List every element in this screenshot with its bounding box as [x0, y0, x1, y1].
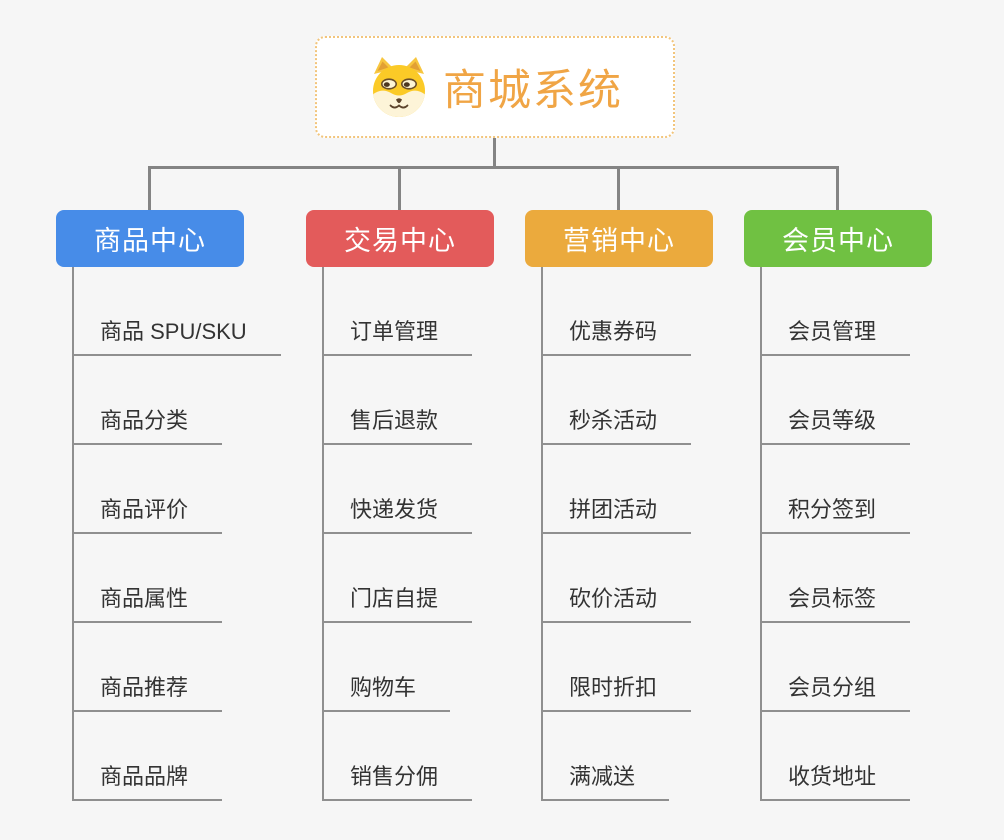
leaf-node[interactable]: 商品评价: [74, 445, 223, 534]
leaf-node[interactable]: 商品属性: [74, 534, 223, 623]
leaf-list: 会员管理会员等级积分签到会员标签会员分组收货地址: [760, 267, 911, 801]
leaf-node[interactable]: 会员分组: [762, 623, 911, 712]
leaf-node[interactable]: 商品推荐: [74, 623, 223, 712]
leaf-node[interactable]: 秒杀活动: [543, 356, 692, 445]
leaf-node[interactable]: 满减送: [543, 712, 670, 801]
branch-node[interactable]: 会员中心: [744, 210, 932, 267]
leaf-list: 订单管理售后退款快递发货门店自提购物车销售分佣: [322, 267, 473, 801]
connector-line: [836, 166, 839, 210]
leaf-node[interactable]: 门店自提: [324, 534, 473, 623]
leaf-node[interactable]: 会员等级: [762, 356, 911, 445]
root-node[interactable]: 商城系统: [315, 36, 675, 138]
root-title: 商城系统: [443, 67, 623, 115]
leaf-node[interactable]: 订单管理: [324, 267, 473, 356]
leaf-node[interactable]: 会员管理: [762, 267, 911, 356]
leaf-node[interactable]: 会员标签: [762, 534, 911, 623]
leaf-node[interactable]: 快递发货: [324, 445, 473, 534]
leaf-node[interactable]: 限时折扣: [543, 623, 692, 712]
leaf-node[interactable]: 砍价活动: [543, 534, 692, 623]
connector-line: [148, 166, 151, 210]
leaf-node[interactable]: 购物车: [324, 623, 451, 712]
branch-node[interactable]: 交易中心: [306, 210, 494, 267]
leaf-node[interactable]: 优惠券码: [543, 267, 692, 356]
leaf-node[interactable]: 售后退款: [324, 356, 473, 445]
leaf-node[interactable]: 商品分类: [74, 356, 223, 445]
leaf-node[interactable]: 销售分佣: [324, 712, 473, 801]
leaf-node[interactable]: 收货地址: [762, 712, 911, 801]
connector-line: [617, 166, 620, 210]
branch-node[interactable]: 营销中心: [525, 210, 713, 267]
leaf-node[interactable]: 拼团活动: [543, 445, 692, 534]
leaf-node[interactable]: 商品品牌: [74, 712, 223, 801]
doge-face-icon: [373, 57, 425, 117]
leaf-node[interactable]: 积分签到: [762, 445, 911, 534]
connector-line: [148, 166, 839, 169]
connector-line: [398, 166, 401, 210]
connector-line: [493, 138, 496, 169]
leaf-node[interactable]: 商品 SPU/SKU: [74, 267, 281, 356]
leaf-list: 优惠券码秒杀活动拼团活动砍价活动限时折扣满减送: [541, 267, 692, 801]
branch-node[interactable]: 商品中心: [56, 210, 244, 267]
